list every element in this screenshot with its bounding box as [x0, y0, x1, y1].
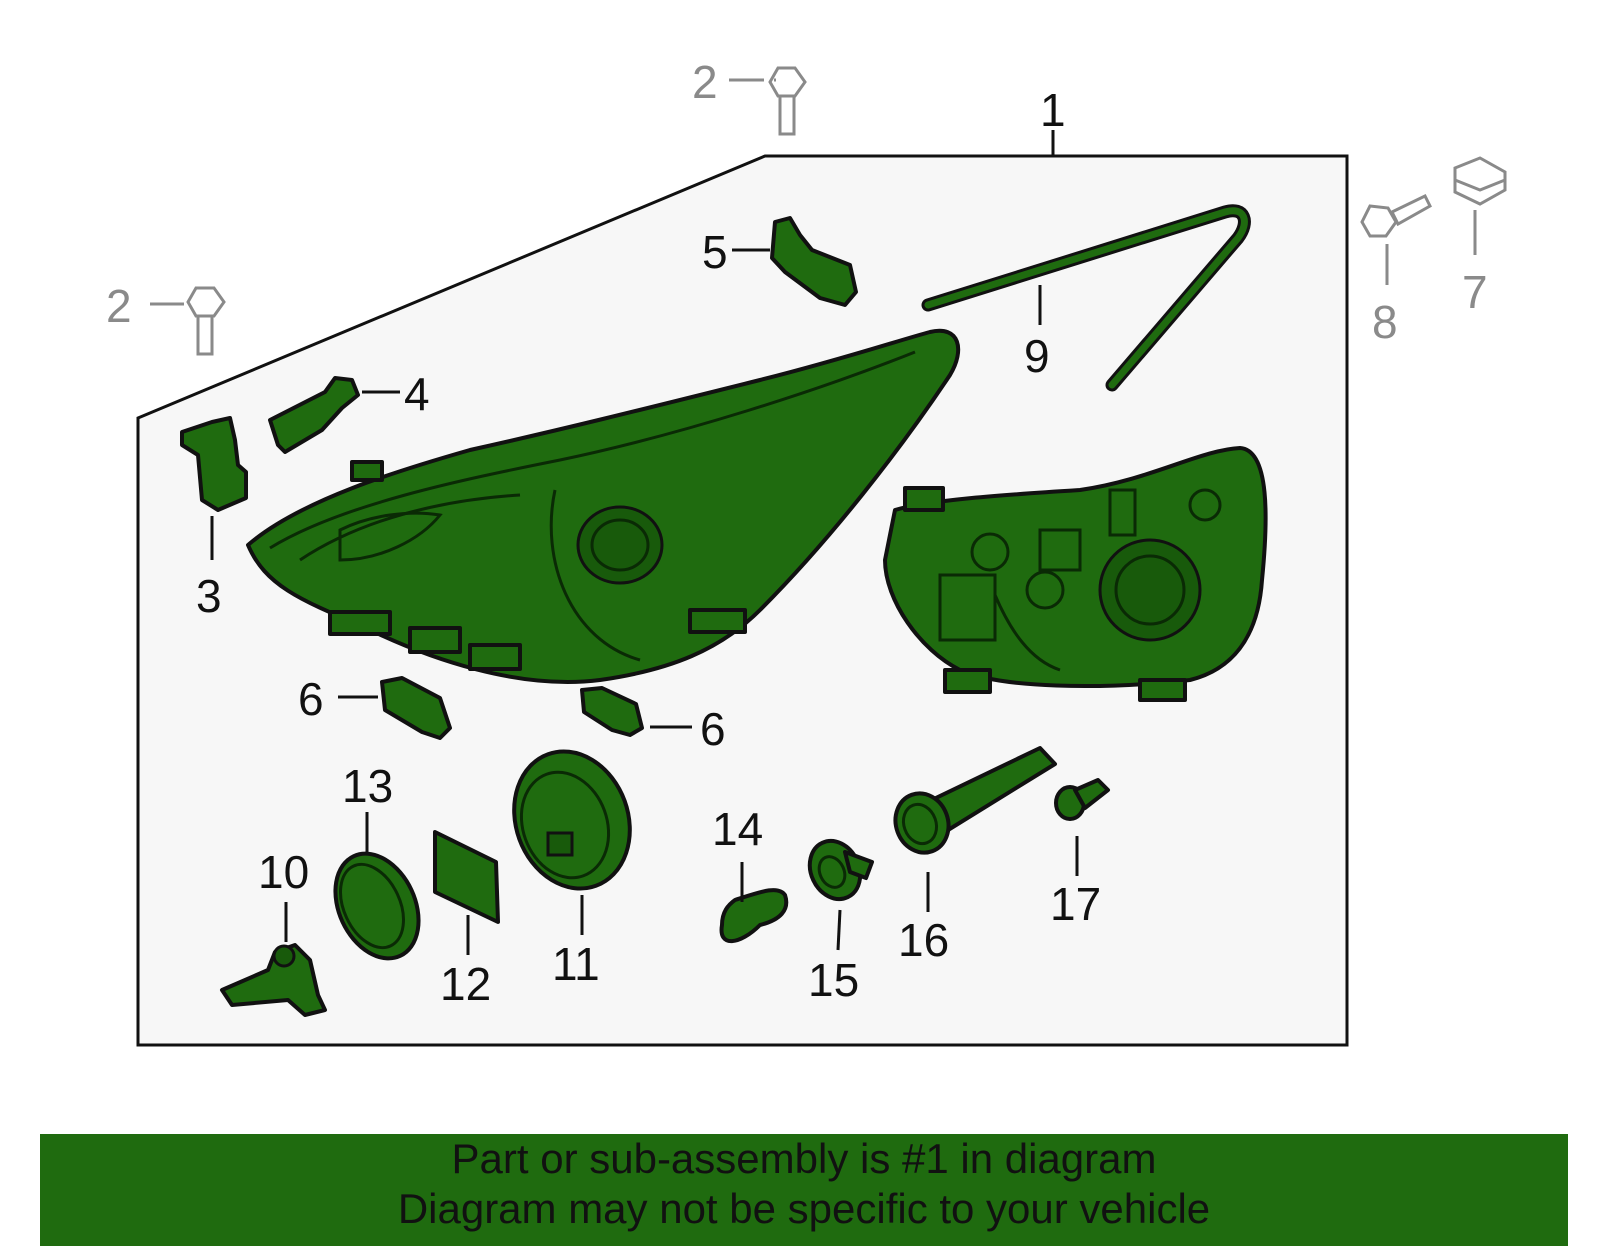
clip-6-left[interactable] — [380, 676, 452, 740]
callout-16: 16 — [898, 914, 949, 966]
mounting-bracket-3[interactable] — [180, 416, 248, 512]
callout-3: 3 — [196, 570, 222, 622]
bolt-2-top[interactable] — [768, 66, 807, 136]
socket-16[interactable] — [887, 746, 1057, 860]
footer-line-2: Diagram may not be specific to your vehi… — [397, 1185, 1211, 1232]
callout-9: 9 — [1024, 330, 1050, 382]
dust-cap-11[interactable] — [495, 735, 648, 905]
socket-15[interactable] — [801, 833, 874, 908]
mounting-bracket-5[interactable] — [770, 216, 858, 307]
headlamp-housing-rear[interactable] — [883, 446, 1268, 702]
mounting-bracket-4[interactable] — [268, 376, 360, 454]
callout-5: 5 — [702, 226, 728, 278]
callout-8: 8 — [1372, 296, 1398, 348]
callout-14: 14 — [712, 803, 763, 855]
callout-12: 12 — [440, 958, 491, 1010]
callout-13: 13 — [342, 760, 393, 812]
callout-1: 1 — [1040, 84, 1066, 136]
callout-17: 17 — [1050, 878, 1101, 930]
footer-line-1: Part or sub-assembly is #1 in diagram — [451, 1135, 1157, 1182]
nut-7[interactable] — [1453, 156, 1507, 206]
bulb-17[interactable] — [1054, 778, 1110, 821]
bolt-2-left[interactable] — [186, 286, 226, 356]
bulb-14[interactable] — [719, 888, 789, 944]
callout-2-top: 2 — [692, 56, 718, 108]
callout-6-right: 6 — [700, 703, 726, 755]
vent-cap-13[interactable] — [319, 840, 434, 972]
headlamp-lens[interactable] — [246, 328, 961, 684]
label-12[interactable] — [433, 830, 500, 924]
callout-11: 11 — [552, 938, 600, 990]
clip-6-right[interactable] — [580, 686, 644, 737]
callout-4: 4 — [404, 368, 430, 420]
callout-7: 7 — [1462, 266, 1488, 318]
callout-10: 10 — [258, 846, 309, 898]
bulb-10[interactable] — [220, 943, 327, 1017]
footer-banner: Part or sub-assembly is #1 in diagram Di… — [40, 1134, 1568, 1246]
screw-8[interactable] — [1360, 194, 1432, 238]
callout-6-left: 6 — [298, 673, 324, 725]
callout-2-left: 2 — [106, 280, 132, 332]
callout-15: 15 — [808, 954, 859, 1006]
